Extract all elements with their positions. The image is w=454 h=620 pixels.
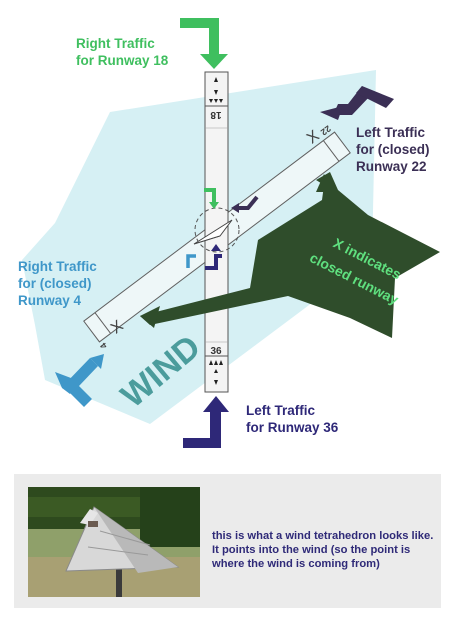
label-right-traffic-18: Right Traffic for Runway 18: [76, 35, 168, 69]
wind-tetrahedron-photo: [28, 487, 200, 597]
right-traffic-4-arrow: [55, 354, 104, 407]
left-traffic-22-arrow: [320, 86, 394, 120]
runway-4-number: 4: [98, 341, 109, 351]
label-line: for (closed): [356, 142, 430, 157]
runway-18-number: 18: [210, 109, 222, 120]
label-right-traffic-4: Right Traffic for (closed) Runway 4: [18, 258, 97, 309]
right-traffic-18-arrow: [180, 18, 228, 69]
label-line: for Runway 18: [76, 53, 169, 68]
label-line: Left Traffic: [246, 403, 316, 418]
label-left-traffic-36: Left Traffic for Runway 36: [246, 402, 338, 436]
label-line: Runway 4: [18, 293, 82, 308]
runway-22-number: 22: [319, 123, 333, 137]
label-line: Left Traffic: [356, 125, 426, 140]
closed-runway-callout: [140, 172, 440, 338]
tetrahedron-info-panel: this is what a wind tetrahedron looks li…: [14, 474, 441, 608]
label-line: for (closed): [18, 276, 92, 291]
tetrahedron-caption: this is what a wind tetrahedron looks li…: [212, 530, 434, 570]
threshold-markings-north: [209, 77, 223, 103]
runway-36-number: 36: [210, 346, 222, 357]
indicator-rw4-icon: [186, 254, 196, 268]
indicator-rw22-icon: [236, 195, 259, 210]
callout-pointer-22: [316, 174, 334, 192]
indicator-rw36-icon: [205, 254, 222, 270]
indicator-rw18-icon: [204, 188, 216, 204]
label-left-traffic-22: Left Traffic for (closed) Runway 22: [356, 124, 430, 175]
label-line: for Runway 36: [246, 420, 339, 435]
label-line: Right Traffic: [76, 36, 155, 51]
label-line: Right Traffic: [18, 259, 97, 274]
left-traffic-36-arrow: [183, 396, 229, 448]
threshold-markings-south: [209, 360, 223, 385]
label-line: Runway 22: [356, 159, 427, 174]
segmented-circle: [194, 207, 240, 253]
traffic-pattern-diagram: X 4 X 22 18 36: [22, 18, 440, 448]
